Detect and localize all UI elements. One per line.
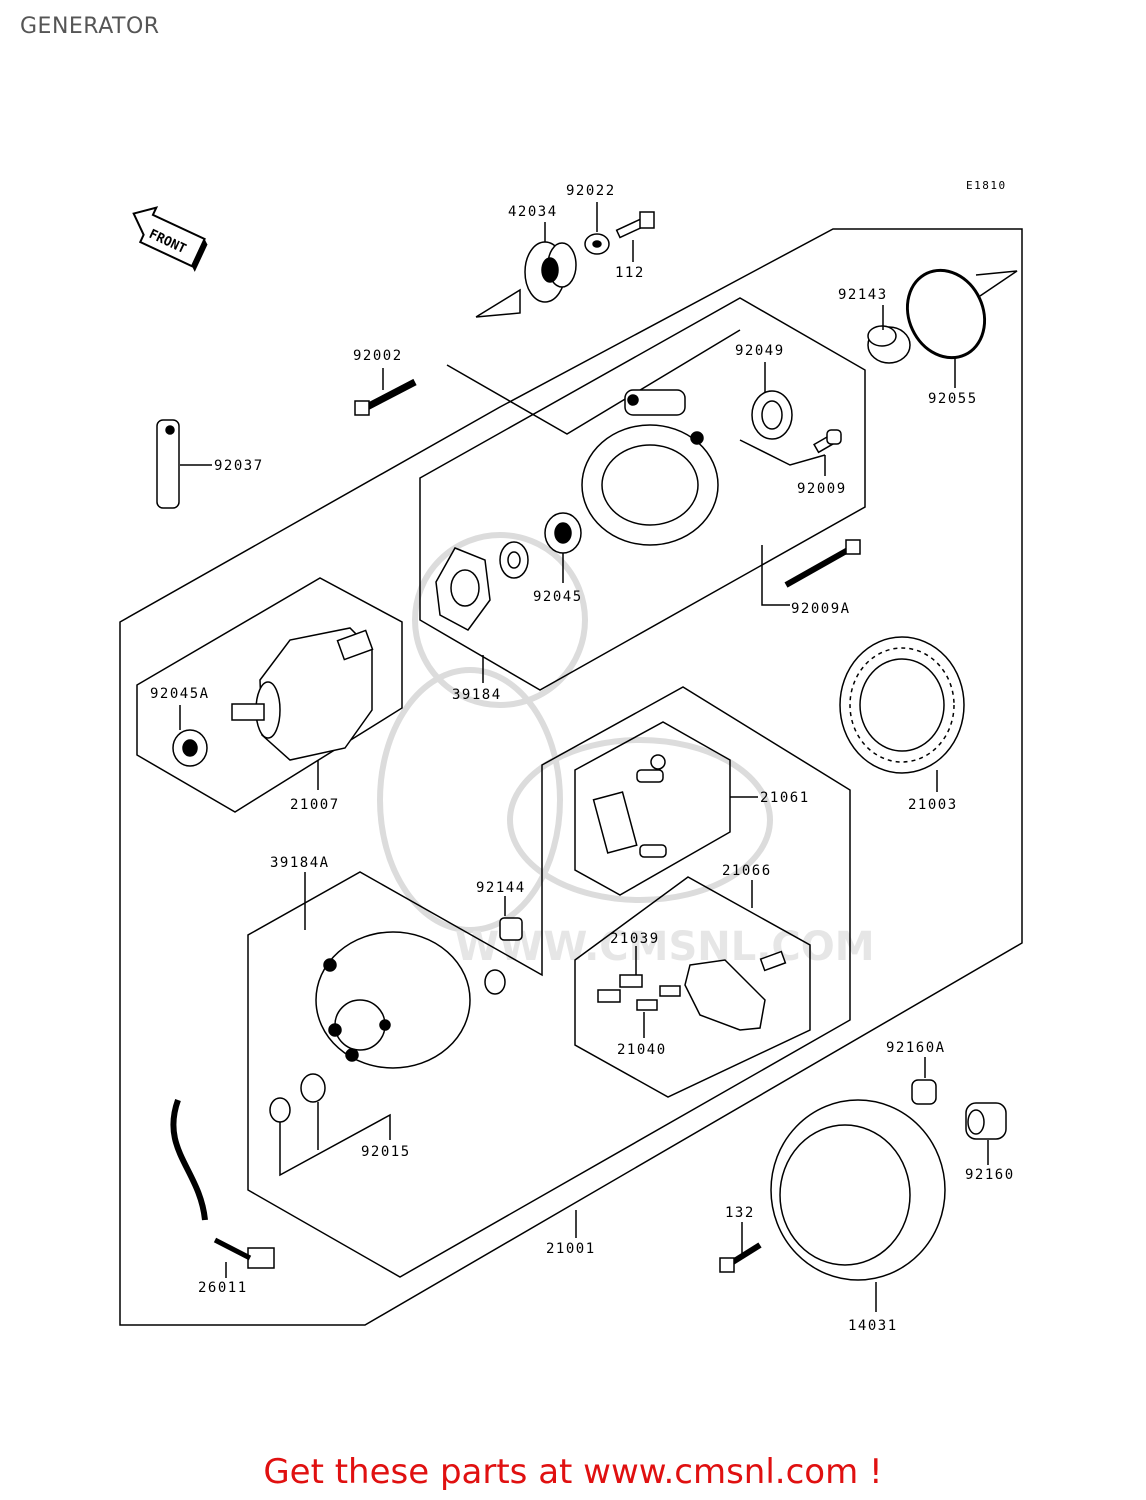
part-label-132: 132 [725, 1205, 755, 1221]
part-label-92009A: 92009A [791, 601, 851, 617]
gasket-icon [435, 547, 491, 631]
pulley-arrow [475, 288, 521, 318]
oring-icon [905, 268, 987, 360]
part-label-92045: 92045 [533, 589, 583, 605]
oring-arrow [975, 270, 1018, 297]
part-label-92037: 92037 [214, 458, 264, 474]
pulley-icon [524, 241, 577, 303]
rotor-icon [231, 627, 374, 761]
long-bolt-icon [354, 378, 417, 416]
bearing-icon [544, 512, 582, 554]
part-label-21040: 21040 [617, 1042, 667, 1058]
nut-icon [300, 1073, 326, 1103]
outline-generator-assy [119, 228, 1023, 1326]
front-bracket-icon [581, 389, 719, 546]
bearing-small-icon [499, 541, 529, 579]
part-label-39184: 39184 [452, 687, 502, 703]
part-label-92045A: 92045A [150, 686, 210, 702]
rotor-bearing-icon [172, 729, 208, 767]
long-screw-icon [784, 539, 861, 588]
part-label-92160A: 92160A [886, 1040, 946, 1056]
footer-promo-link[interactable]: Get these parts at www.cmsnl.com ! [263, 1452, 883, 1492]
small-screw-icon [813, 429, 842, 454]
nut-icon [484, 969, 506, 995]
outline-regulator [574, 876, 811, 1098]
page-title: GENERATOR [20, 14, 160, 39]
part-label-92160: 92160 [965, 1167, 1015, 1183]
group-outlines [119, 228, 1023, 1326]
part-label-92144: 92144 [476, 880, 526, 896]
stator-icon [839, 636, 965, 774]
damper-large-icon [965, 1102, 1007, 1140]
nut-icon [269, 1097, 291, 1123]
outline-rotor [136, 577, 403, 813]
part-label-21003: 21003 [908, 797, 958, 813]
oil-seal-icon [751, 390, 793, 440]
cover-icon [770, 1099, 946, 1281]
bolt-icon [615, 211, 655, 239]
part-label-92009: 92009 [797, 481, 847, 497]
lead-wire-icon [170, 1098, 275, 1269]
outline-bracket-rear [247, 686, 851, 1278]
leader-lines [179, 202, 989, 1312]
part-label-42034: 42034 [508, 204, 558, 220]
part-label-21066: 21066 [722, 863, 772, 879]
part-label-92002: 92002 [353, 348, 403, 364]
part-label-26011: 26011 [198, 1280, 248, 1296]
part-label-21061: 21061 [760, 790, 810, 806]
clamp-icon [156, 419, 180, 509]
watermark: WWW.CMSNL.COM [377, 532, 875, 970]
part-label-92015: 92015 [361, 1144, 411, 1160]
rear-bracket-icon [315, 931, 471, 1069]
outline-bolt-path [446, 329, 741, 435]
part-label-92055: 92055 [928, 391, 978, 407]
rectifier-icon [592, 754, 667, 858]
part-label-14031: 14031 [848, 1318, 898, 1334]
part-label-39184A: 39184A [270, 855, 330, 871]
outline-bracket-front [419, 297, 866, 691]
part-label-21039: 21039 [610, 931, 660, 947]
part-label-112: 112 [615, 265, 645, 281]
watermark-text: WWW.CMSNL.COM [455, 924, 875, 970]
regulator-icon [684, 950, 787, 1031]
collar-icon [867, 325, 911, 364]
part-label-21007: 21007 [290, 797, 340, 813]
part-label-92049: 92049 [735, 343, 785, 359]
outline-rectifier [574, 721, 731, 896]
front-arrow-icon: FRONT [132, 206, 208, 272]
spring-icon [499, 917, 523, 941]
damper-icon [911, 1079, 937, 1105]
part-label-92143: 92143 [838, 287, 888, 303]
part-label-21001: 21001 [546, 1241, 596, 1257]
washer-icon [584, 233, 610, 255]
brush-icon [597, 974, 643, 1003]
cover-bolt-icon [719, 1242, 762, 1273]
part-label-92022: 92022 [566, 183, 616, 199]
diagram-reference-code: E1810 [966, 179, 1007, 192]
spring-small-icon [636, 985, 681, 1011]
